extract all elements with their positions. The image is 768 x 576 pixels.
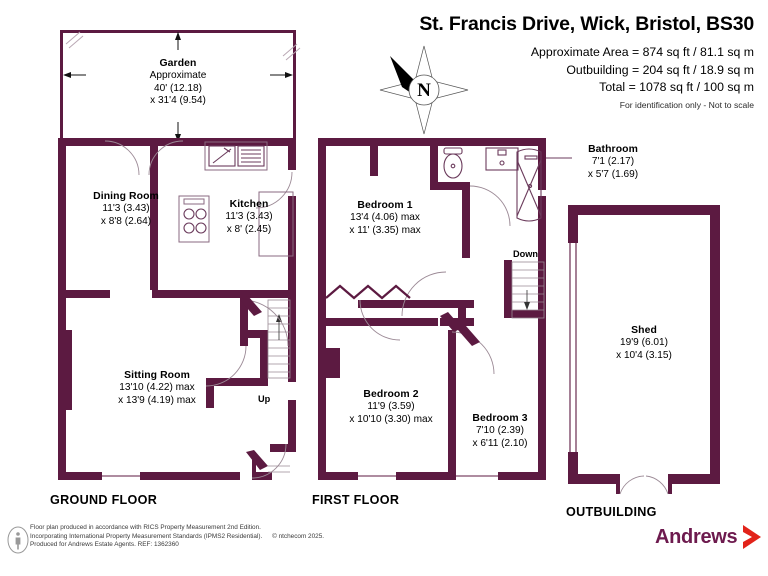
bedroom-1-line1: 13'4 (4.06) max — [350, 212, 420, 224]
andrews-logo[interactable]: Andrews — [655, 524, 763, 550]
bedroom-1-name: Bedroom 1 — [357, 200, 413, 211]
sitting-room-line2: x 13'9 (4.19) max — [118, 394, 196, 406]
outbuilding-walls — [568, 205, 720, 494]
dining-room-name: Dining Room — [93, 191, 159, 202]
bathroom-line1: 7'1 (2.17) — [591, 156, 635, 168]
room-label-bedroom-3: Bedroom 3 7'10 (2.39) x 6'11 (2.10) — [450, 413, 550, 450]
approximate-area: Approximate Area = 874 sq ft / 81.1 sq m — [530, 45, 754, 60]
room-label-bathroom: Bathroom 7'1 (2.17) x 5'7 (1.69) — [563, 144, 663, 181]
bedroom1-wardrobe-zigzag — [325, 284, 411, 300]
room-label-garden: Garden Approximate 40' (12.18) x 31'4 (9… — [118, 58, 238, 108]
chevron-right-icon — [741, 524, 763, 550]
svg-text:N: N — [417, 80, 431, 101]
garden-line3: x 31'4 (9.54) — [150, 95, 206, 107]
toilet-icon — [443, 147, 463, 179]
shed-line1: 19'9 (6.01) — [620, 337, 668, 349]
bedroom-2-line1: 11'9 (3.59) — [367, 401, 415, 413]
bedroom-1-line2: x 11' (3.35) max — [349, 224, 421, 236]
garden-line1: Approximate — [149, 70, 207, 82]
kitchen-unit-right — [258, 191, 294, 257]
bedroom-2-line2: x 10'10 (3.30) max — [349, 413, 433, 425]
washbasin-icon — [485, 147, 519, 171]
shed-line2: x 10'4 (3.15) — [616, 349, 672, 361]
caption-outbuilding: OUTBUILDING — [566, 505, 657, 519]
kitchen-line2: x 8' (2.45) — [226, 223, 272, 235]
room-label-kitchen: Kitchen 11'3 (3.43) x 8' (2.45) — [204, 199, 294, 236]
shed-name: Shed — [631, 325, 657, 336]
bathroom-line2: x 5'7 (1.69) — [587, 168, 639, 180]
caption-ground-floor: GROUND FLOOR — [50, 493, 158, 507]
north-arrow-icon: N — [379, 45, 469, 135]
room-label-shed: Shed 19'9 (6.01) x 10'4 (3.15) — [594, 325, 694, 362]
garden-line2: 40' (12.18) — [154, 82, 202, 94]
scale-disclaimer: For identification only - Not to scale — [619, 99, 754, 110]
room-label-dining-room: Dining Room 11'3 (3.43) x 8'8 (2.64) — [66, 191, 186, 228]
dining-room-line2: x 8'8 (2.64) — [100, 215, 152, 227]
ground-floor-walls — [58, 138, 296, 480]
plan-header: St. Francis Drive, Wick, Bristol, BS30 A… — [324, 13, 754, 110]
outbuilding-area: Outbuilding = 204 sq ft / 18.9 sq m — [566, 62, 754, 77]
first-floor-door-leaves — [440, 312, 480, 346]
bathroom-name: Bathroom — [588, 144, 638, 155]
sitting-room-line1: 13'10 (4.22) max — [119, 382, 195, 394]
sitting-room-name: Sitting Room — [124, 370, 190, 381]
bedroom-2-name: Bedroom 2 — [363, 389, 419, 400]
room-label-bedroom-2: Bedroom 2 11'9 (3.59) x 10'10 (3.30) max — [325, 389, 457, 426]
room-label-sitting-room: Sitting Room 13'10 (4.22) max x 13'9 (4.… — [92, 370, 222, 407]
dining-room-line1: 11'3 (3.43) — [102, 203, 150, 215]
stairs-down-label: Down — [513, 249, 539, 259]
andrews-wordmark: Andrews — [655, 525, 738, 548]
garden-outline — [60, 30, 301, 140]
garden-name: Garden — [159, 58, 197, 69]
kitchen-sink-unit — [204, 141, 268, 171]
outbuilding-door-swing — [619, 475, 669, 495]
ground-floor-door-leaves — [240, 296, 268, 470]
page-title: St. Francis Drive, Wick, Bristol, BS30 — [419, 13, 754, 35]
ground-floor-door-swings — [104, 140, 293, 479]
first-floor-door-swings — [359, 185, 511, 375]
caption-first-floor: FIRST FLOOR — [312, 493, 400, 507]
kitchen-line1: 11'3 (3.43) — [225, 211, 273, 223]
footer-line-3: Produced for Andrews Estate Agents. REF:… — [30, 541, 179, 549]
first-floor-staircase — [511, 261, 545, 319]
bedroom-3-line1: 7'10 (2.39) — [476, 425, 524, 437]
bathroom-fixtures — [443, 147, 542, 222]
ground-floor-staircase — [267, 299, 291, 473]
total-area: Total = 1078 sq ft / 100 sq m — [599, 80, 754, 95]
kitchen-name: Kitchen — [229, 199, 269, 210]
room-label-bedroom-1: Bedroom 1 13'4 (4.06) max x 11' (3.35) m… — [320, 200, 450, 237]
first-floor-walls — [318, 138, 546, 480]
stairs-up-label: Up — [258, 394, 271, 404]
kitchen-hob-unit — [178, 195, 210, 243]
bathtub-icon — [516, 148, 542, 222]
footer-copyright: © ntchecom 2025. — [272, 532, 325, 540]
bedroom-3-name: Bedroom 3 — [472, 413, 528, 424]
footer-line-1: Floor plan produced in accordance with R… — [30, 524, 261, 531]
rics-badge-icon — [7, 526, 29, 554]
footer-line-2: Incorporating International Property Mea… — [30, 533, 324, 542]
bedroom-3-line2: x 6'11 (2.10) — [472, 437, 528, 449]
footer-disclaimer: Floor plan produced in accordance with R… — [30, 524, 324, 550]
footer-line-2a: Incorporating International Property Mea… — [30, 532, 263, 540]
